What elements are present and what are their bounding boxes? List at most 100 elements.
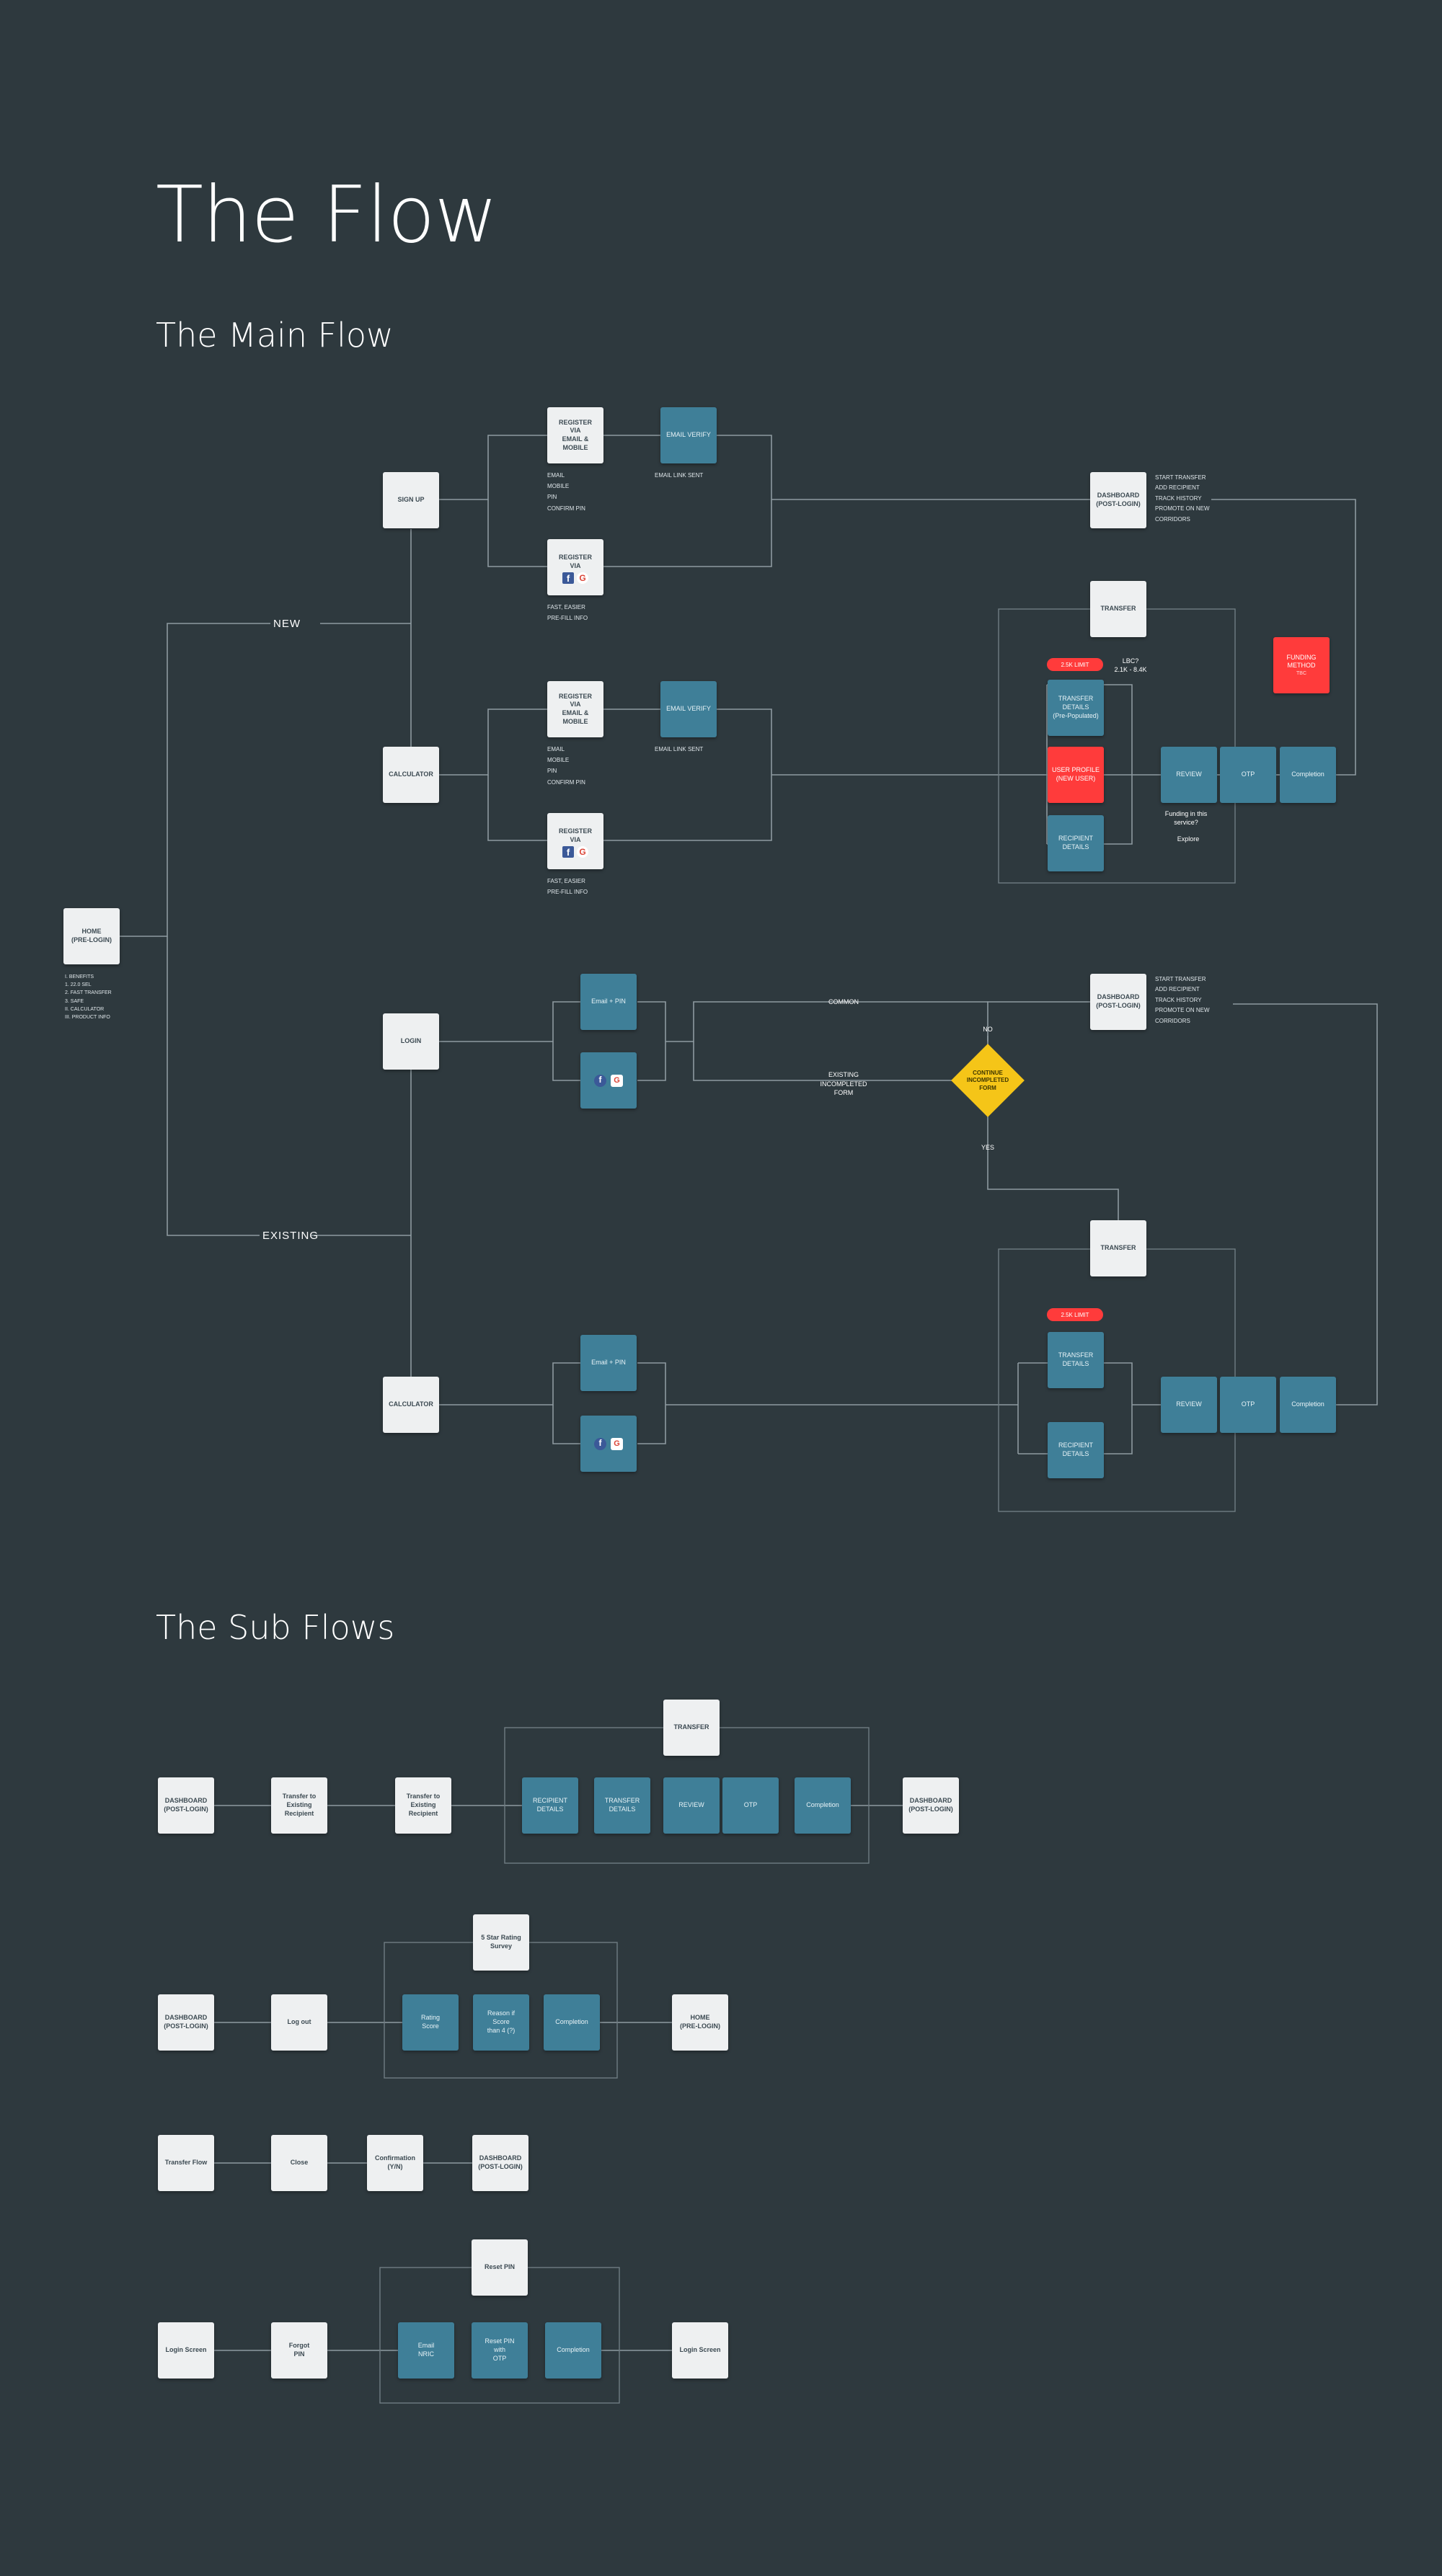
funding-note: Funding in this service? [1164, 810, 1208, 826]
user-profile-node[interactable]: USER PROFILE (NEW USER) [1048, 747, 1104, 803]
google-icon: G [611, 1437, 623, 1450]
transfer-details-pre-node[interactable]: TRANSFER DETAILS (Pre-Populated) [1048, 680, 1104, 736]
completion-node-2[interactable]: Completion [1280, 1377, 1336, 1433]
calculator-node[interactable]: CALCULATOR [383, 747, 439, 803]
recipient-details-node-2[interactable]: RECIPIENT DETAILS [1048, 1422, 1104, 1478]
sub1-transfer-existing-node-2[interactable]: Transfer to Existing Recipient [395, 1777, 451, 1834]
sub1-transfer-details-node[interactable]: TRANSFER DETAILS [594, 1777, 650, 1834]
sub3-close-node[interactable]: Close [271, 2135, 327, 2191]
google-icon: G [577, 572, 588, 584]
dashboard-notes-2: START TRANSFER ADD RECIPIENT TRACK HISTO… [1155, 976, 1210, 1024]
limit-pill-2: 2.5K LIMIT [1047, 1308, 1103, 1321]
facebook-icon: f [594, 1437, 606, 1450]
sub4-login-screen-end-node[interactable]: Login Screen [672, 2322, 728, 2379]
sub4-login-screen-node[interactable]: Login Screen [158, 2322, 214, 2379]
transfer-details-node-2[interactable]: TRANSFER DETAILS [1048, 1332, 1104, 1388]
facebook-icon: f [562, 572, 574, 584]
page-title: The Flow [156, 170, 498, 260]
review-node[interactable]: REVIEW [1161, 747, 1217, 803]
branch-existing-label: EXISTING [262, 1230, 319, 1242]
sub1-dashboard-end-node[interactable]: DASHBOARD (POST-LOGIN) [903, 1777, 959, 1834]
dashboard-node-2[interactable]: DASHBOARD (POST-LOGIN) [1090, 974, 1146, 1030]
email-verify-node[interactable]: EMAIL VERIFY [660, 407, 717, 463]
otp-node-2[interactable]: OTP [1220, 1377, 1276, 1433]
sub2-home-node[interactable]: HOME (PRE-LOGIN) [672, 1994, 728, 2051]
register-email-node[interactable]: REGISTER VIA EMAIL & MOBILE [547, 407, 603, 463]
sub1-transfer-existing-node[interactable]: Transfer to Existing Recipient [271, 1777, 327, 1834]
dashboard-notes: START TRANSFER ADD RECIPIENT TRACK HISTO… [1155, 474, 1210, 523]
sub2-rating-node[interactable]: Rating Score [402, 1994, 459, 2051]
sub4-reset-otp-node[interactable]: Reset PIN with OTP [472, 2322, 528, 2379]
limit-note: LBC? 2.1K - 8.4K [1114, 657, 1147, 673]
sub1-dashboard-node[interactable]: DASHBOARD (POST-LOGIN) [158, 1777, 214, 1834]
completion-node[interactable]: Completion [1280, 747, 1336, 803]
sub3-transfer-flow-node[interactable]: Transfer Flow [158, 2135, 214, 2191]
yes-label: YES [981, 1144, 994, 1151]
sub2-survey-node[interactable]: 5 Star Rating Survey [473, 1914, 529, 1971]
register-email-node-2[interactable]: REGISTER VIA EMAIL & MOBILE [547, 681, 603, 737]
sub1-recipient-details-node[interactable]: RECIPIENT DETAILS [522, 1777, 578, 1834]
funding-method-sub: TBC [1296, 671, 1306, 677]
sub1-transfer-node[interactable]: TRANSFER [663, 1700, 720, 1756]
sub1-completion-node[interactable]: Completion [795, 1777, 851, 1834]
register-email-notes-2: EMAIL MOBILE PIN CONFIRM PIN [547, 746, 585, 786]
email-pin-node-2[interactable]: Email + PIN [580, 1335, 637, 1391]
email-verify-node-2[interactable]: EMAIL VERIFY [660, 681, 717, 737]
sub1-review-node[interactable]: REVIEW [663, 1777, 720, 1834]
signup-node[interactable]: SIGN UP [383, 472, 439, 528]
sub2-completion-node[interactable]: Completion [544, 1994, 600, 2051]
sub2-dashboard-node[interactable]: DASHBOARD (POST-LOGIN) [158, 1994, 214, 2051]
google-icon: G [577, 846, 588, 858]
sub4-completion-node[interactable]: Completion [545, 2322, 601, 2379]
login-node[interactable]: LOGIN [383, 1013, 439, 1070]
main-flow-heading: The Main Flow [156, 316, 394, 355]
sub3-dashboard-node[interactable]: DASHBOARD (POST-LOGIN) [472, 2135, 528, 2191]
social-notes: FAST, EASIER PRE-FILL INFO [547, 604, 588, 622]
no-label: NO [983, 1026, 993, 1033]
limit-pill: 2.5K LIMIT [1047, 658, 1103, 671]
common-label: COMMON [828, 998, 859, 1005]
sub4-forgot-pin-node[interactable]: Forgot PIN [271, 2322, 327, 2379]
register-social-label-2: REGISTER VIA [558, 827, 592, 843]
sub4-email-nric-node[interactable]: Email NRIC [398, 2322, 454, 2379]
sub1-otp-node[interactable]: OTP [722, 1777, 779, 1834]
home-notes: I. BENEFITS 1. 22.0 SEL 2. FAST TRANSFER… [65, 974, 112, 1020]
home-node[interactable]: HOME (PRE-LOGIN) [63, 908, 120, 964]
sub2-reason-node[interactable]: Reason if Score than 4 (?) [473, 1994, 529, 2051]
review-node-2[interactable]: REVIEW [1161, 1377, 1217, 1433]
dashboard-node[interactable]: DASHBOARD (POST-LOGIN) [1090, 472, 1146, 528]
transfer-node[interactable]: TRANSFER [1090, 581, 1146, 637]
otp-node[interactable]: OTP [1220, 747, 1276, 803]
facebook-icon: f [562, 846, 574, 858]
sub4-reset-pin-node[interactable]: Reset PIN [472, 2239, 528, 2296]
funding-method-label: FUNDING METHOD [1286, 653, 1317, 670]
existing-incompleted-label: EXISTING INCOMPLETED FORM [820, 1071, 867, 1097]
sub3-confirmation-node[interactable]: Confirmation (Y/N) [367, 2135, 423, 2191]
explore-note: Explore [1177, 835, 1200, 843]
sub-flows-heading: The Sub Flows [156, 1608, 395, 1647]
email-link-sent-note: EMAIL LINK SENT [655, 472, 704, 479]
register-social-node-2[interactable]: REGISTER VIA [547, 813, 603, 869]
transfer-node-2[interactable]: TRANSFER [1090, 1220, 1146, 1276]
register-email-notes: EMAIL MOBILE PIN CONFIRM PIN [547, 472, 585, 512]
sub2-logout-node[interactable]: Log out [271, 1994, 327, 2051]
email-link-sent-note-2: EMAIL LINK SENT [655, 746, 704, 752]
branch-new-label: NEW [273, 618, 301, 630]
recipient-details-node[interactable]: RECIPIENT DETAILS [1048, 815, 1104, 871]
facebook-icon: f [594, 1074, 606, 1087]
social-notes-2: FAST, EASIER PRE-FILL INFO [547, 878, 588, 896]
calculator-node-2[interactable]: CALCULATOR [383, 1377, 439, 1433]
email-pin-node[interactable]: Email + PIN [580, 974, 637, 1030]
continue-decision-label: CONTINUE INCOMPLETED FORM [966, 1070, 1009, 1091]
google-icon: G [611, 1074, 623, 1087]
register-social-node[interactable]: REGISTER VIA [547, 539, 603, 595]
